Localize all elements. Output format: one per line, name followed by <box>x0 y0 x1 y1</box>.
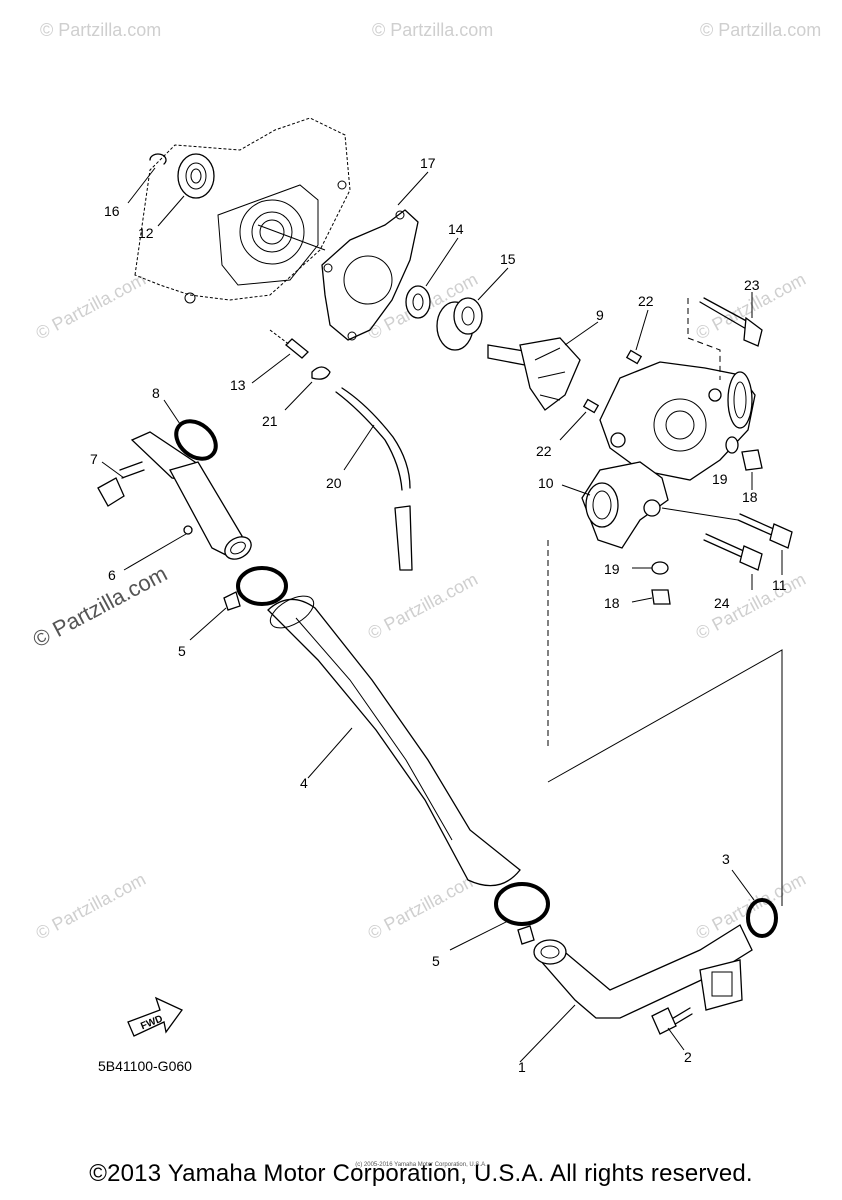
callout-1: 1 <box>518 1059 526 1075</box>
fwd-arrow-icon: FWD <box>127 996 183 1037</box>
dowel-pin-part-22b <box>559 398 600 441</box>
bolt-part-23 <box>699 292 763 347</box>
watermark-text: © Partzilla.com <box>32 869 148 944</box>
bolt-part-7 <box>97 461 145 507</box>
callout-19a: 19 <box>712 471 728 487</box>
bolt-part-24 <box>703 533 763 590</box>
callout-24: 24 <box>714 595 730 611</box>
washer-part-19b <box>651 561 669 575</box>
bearing-part-12 <box>177 153 215 199</box>
bolt-part-18b <box>651 589 671 605</box>
o-ring-part-8 <box>163 399 218 461</box>
watermark-text: © Partzilla.com <box>364 869 480 944</box>
watermark-text-large: © Partzilla.com <box>29 561 172 653</box>
dowel-pin-part-13 <box>251 329 309 384</box>
callout-labels: 1 2 3 4 5 5 6 7 8 9 10 11 12 13 14 15 16… <box>90 155 787 1075</box>
breather-hose-part-20 <box>335 387 413 571</box>
mechanical-seal-part-15 <box>436 267 509 351</box>
diagram-code: 5B41100-G060 <box>98 1058 192 1074</box>
watermark-text: © Partzilla.com <box>700 20 821 40</box>
crankcase-cover <box>134 117 351 304</box>
watermark-text: © Partzilla.com <box>372 20 493 40</box>
assembly-guide-line <box>547 649 783 905</box>
oil-seal-part-14 <box>405 237 459 319</box>
dowel-pin-part-22 <box>625 309 649 365</box>
assembly-guide-line <box>687 298 721 380</box>
callout-5a: 5 <box>178 643 186 659</box>
callout-4: 4 <box>300 775 308 791</box>
bolt-part-18 <box>741 449 763 490</box>
callout-18b: 18 <box>604 595 620 611</box>
o-ring-part-3 <box>731 869 778 938</box>
copyright-footer: ©2013 Yamaha Motor Corporation, U.S.A. A… <box>89 1160 753 1187</box>
callout-6: 6 <box>108 567 116 583</box>
hose-clip-part-21 <box>284 366 331 411</box>
bolt-part-11 <box>737 513 793 575</box>
callout-22a: 22 <box>638 293 654 309</box>
callout-3: 3 <box>722 851 730 867</box>
callout-2: 2 <box>684 1049 692 1065</box>
callout-22b: 22 <box>536 443 552 459</box>
circlip-part-16 <box>127 153 167 204</box>
watermark-text: © Partzilla.com <box>364 569 480 644</box>
watermark-text: © Partzilla.com <box>40 20 161 40</box>
pump-housing <box>599 361 756 481</box>
callout-16: 16 <box>104 203 120 219</box>
guide-line <box>661 507 739 521</box>
callout-23: 23 <box>744 277 760 293</box>
watermark-text: © Partzilla.com <box>692 569 808 644</box>
callout-12: 12 <box>138 225 154 241</box>
outlet-pipe-part-1 <box>519 924 753 1063</box>
small-copyright-note: (c) 2005-2016 Yamaha Motor Corporation, … <box>355 1162 487 1168</box>
bolt-part-2 <box>651 1007 693 1051</box>
callout-8: 8 <box>152 385 160 401</box>
callout-18a: 18 <box>742 489 758 505</box>
callout-13: 13 <box>230 377 246 393</box>
callout-21: 21 <box>262 413 278 429</box>
inlet-pipe-part-6 <box>123 431 252 571</box>
washer-part-19 <box>725 436 739 454</box>
callout-7: 7 <box>90 451 98 467</box>
callout-20: 20 <box>326 475 342 491</box>
callout-15: 15 <box>500 251 516 267</box>
hose-clamp-part-5b <box>449 882 550 951</box>
water-hose-part-4 <box>267 595 521 887</box>
callout-11: 11 <box>772 577 787 593</box>
gasket-part-17 <box>321 171 429 341</box>
impeller-shaft-part-9 <box>487 321 599 411</box>
hose-clamp-part-5 <box>189 566 288 641</box>
callout-10: 10 <box>538 475 554 491</box>
callout-9: 9 <box>596 307 604 323</box>
leader-18b <box>631 597 653 603</box>
pump-cover-part-10 <box>561 461 669 549</box>
watermark-text: © Partzilla.com <box>32 269 148 344</box>
callout-14: 14 <box>448 221 464 237</box>
callout-17: 17 <box>420 155 436 171</box>
callout-5b: 5 <box>432 953 440 969</box>
callout-19b: 19 <box>604 561 620 577</box>
